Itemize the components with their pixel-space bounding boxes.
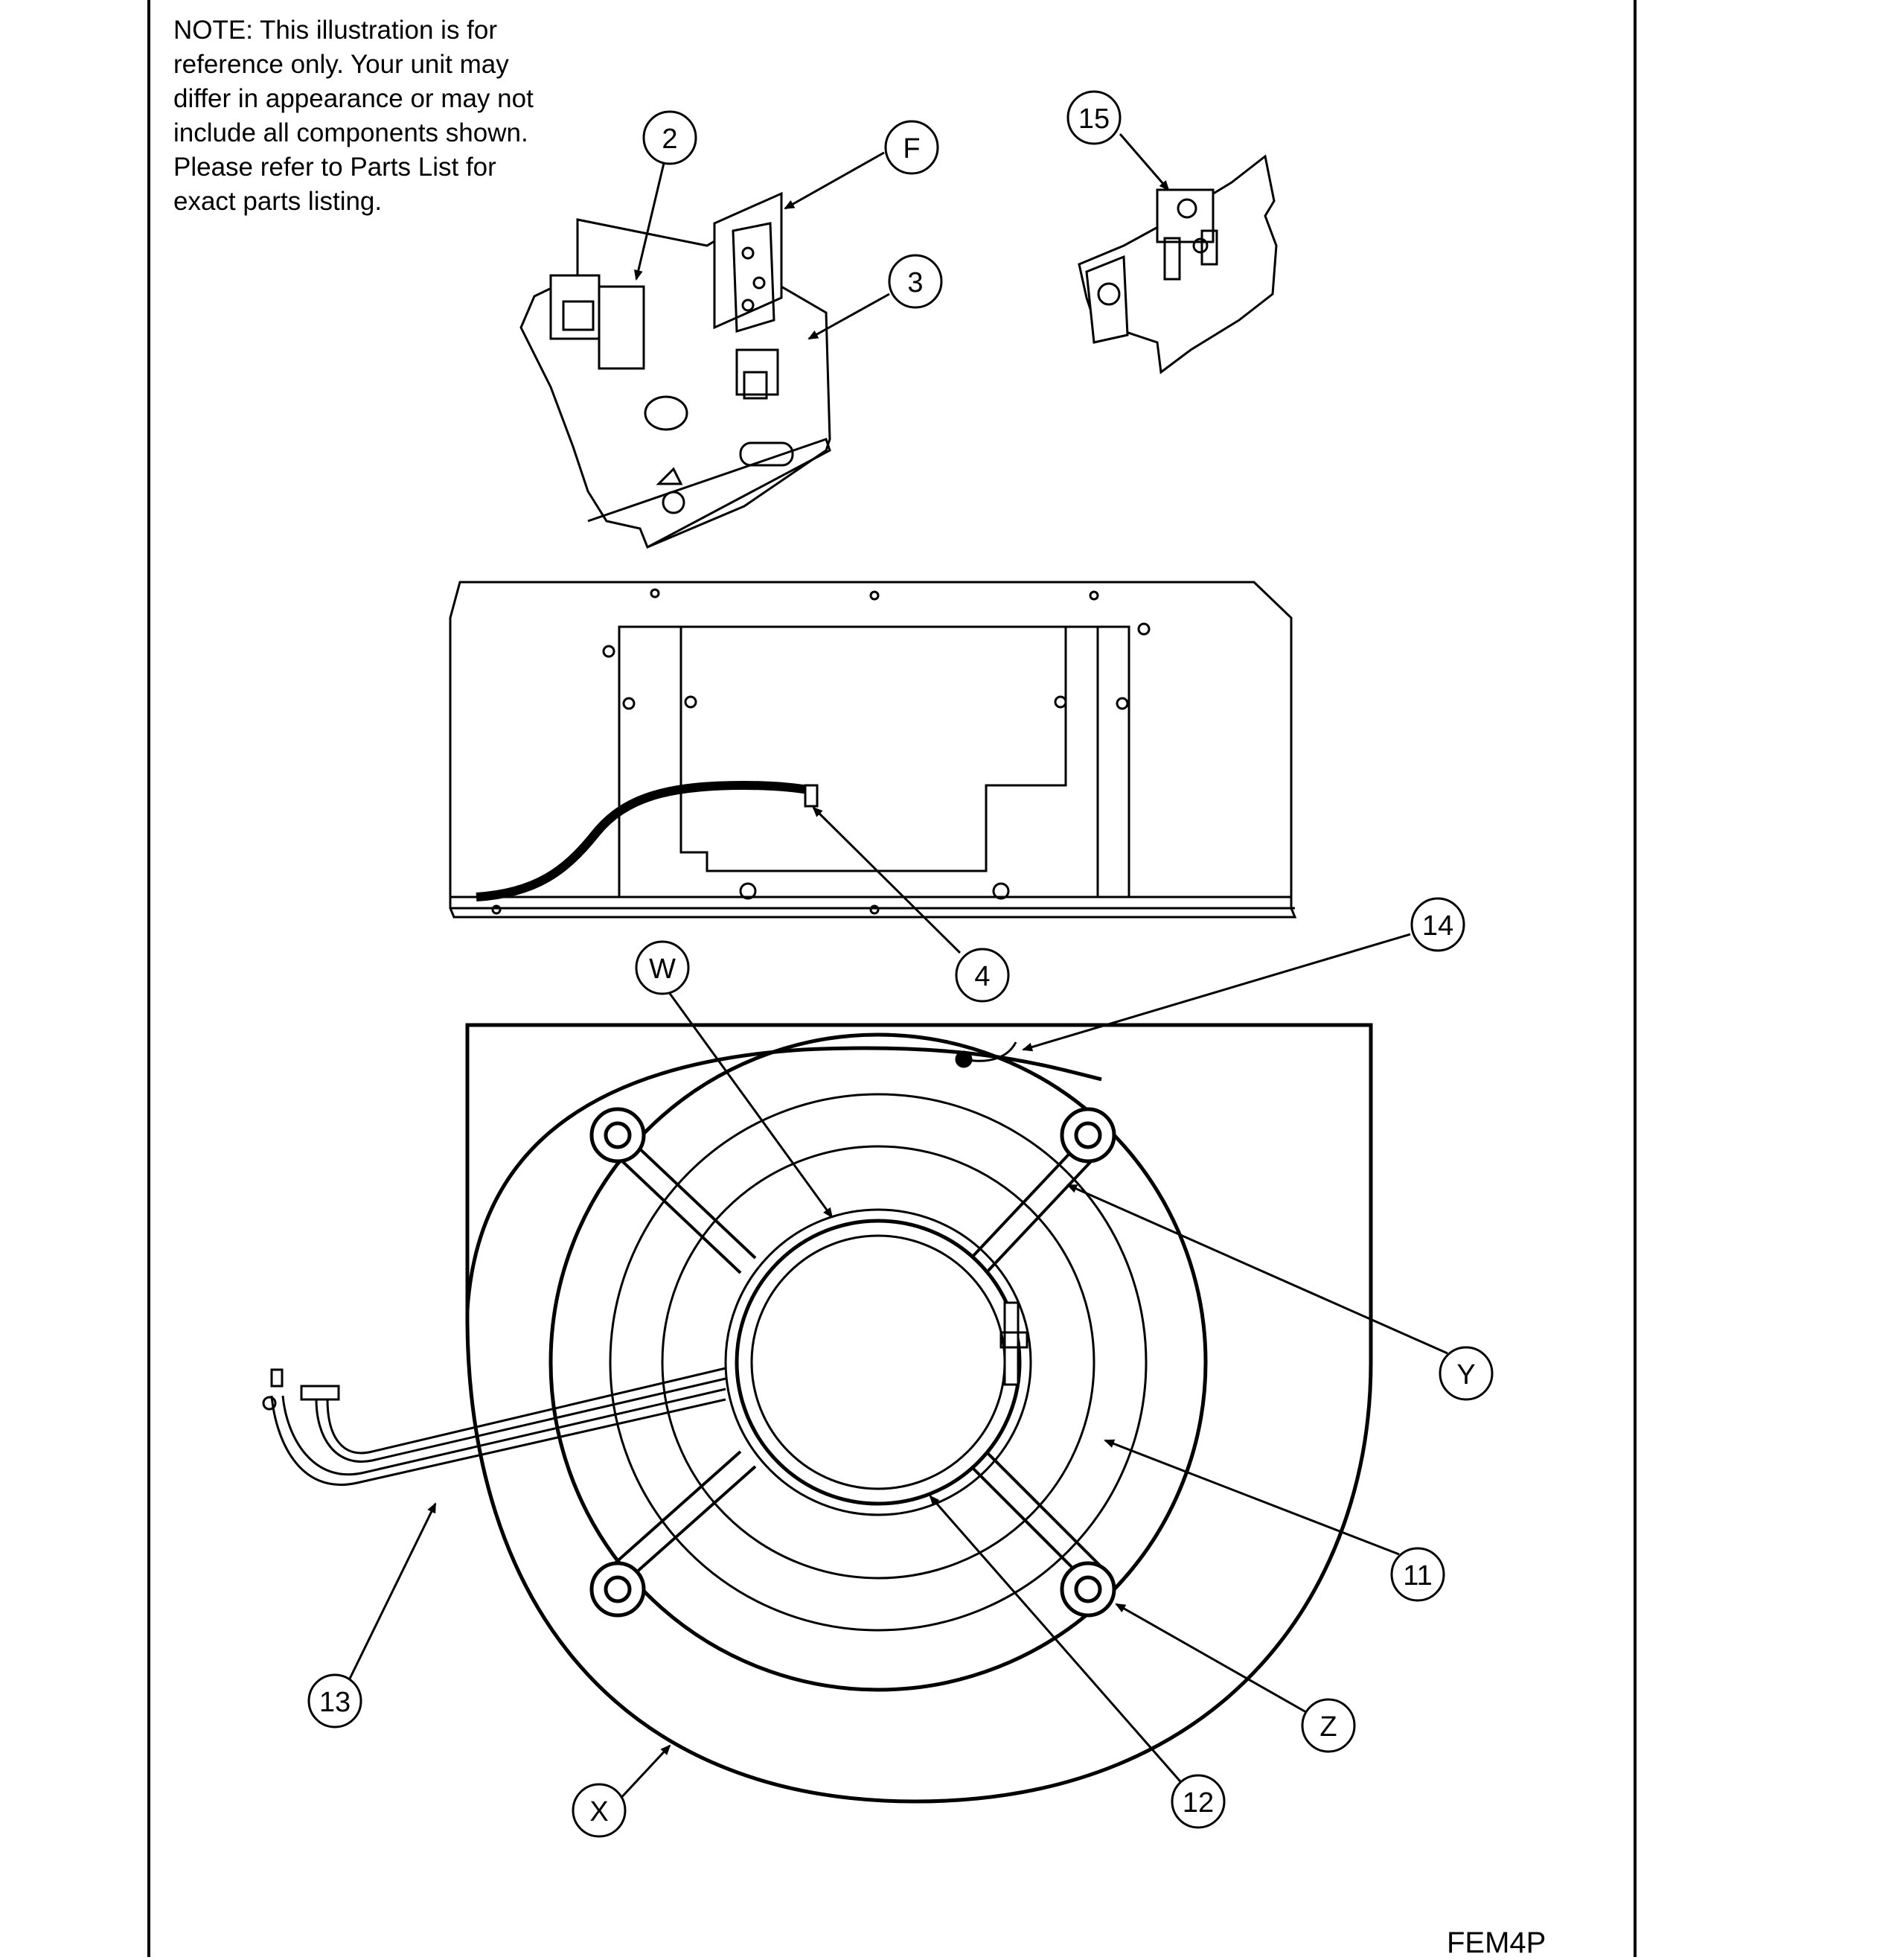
callout-14: 14 — [1410, 897, 1465, 952]
svg-text:15: 15 — [1078, 103, 1110, 135]
svg-text:3: 3 — [907, 267, 923, 299]
drawing-code: FEM4P — [1447, 1927, 1546, 1959]
svg-text:X: X — [589, 1796, 608, 1827]
callout-X: X — [572, 1783, 627, 1838]
frame-border — [147, 0, 1637, 1957]
leader-lines — [348, 133, 1448, 1803]
illustration-note: NOTE: This illustration is for reference… — [173, 16, 534, 216]
callout-F: F — [884, 120, 939, 175]
svg-text:12: 12 — [1183, 1787, 1214, 1819]
callout-11: 11 — [1390, 1547, 1445, 1602]
svg-text:14: 14 — [1422, 910, 1453, 942]
callout-Y: Y — [1439, 1346, 1494, 1401]
svg-text:Y: Y — [1456, 1359, 1475, 1391]
svg-text:W: W — [649, 954, 676, 985]
svg-text:2: 2 — [662, 124, 677, 155]
callout-12: 12 — [1171, 1774, 1226, 1829]
blower-housing — [262, 1023, 1373, 1804]
svg-text:13: 13 — [319, 1687, 351, 1718]
svg-text:F: F — [903, 133, 920, 165]
callout-15: 15 — [1066, 90, 1122, 145]
control-box-assembly — [519, 191, 831, 549]
svg-text:Z: Z — [1319, 1711, 1337, 1743]
callout-Z: Z — [1301, 1698, 1356, 1753]
callout-3: 3 — [888, 254, 943, 309]
callout-13: 13 — [307, 1673, 362, 1728]
callout-2: 2 — [642, 110, 697, 165]
svg-text:11: 11 — [1403, 1560, 1432, 1592]
callout-4: 4 — [955, 948, 1010, 1003]
callout-W: W — [635, 940, 690, 995]
blower-mounting-plate — [449, 581, 1297, 919]
limit-switch-assembly — [1078, 154, 1278, 374]
svg-text:4: 4 — [974, 961, 990, 992]
